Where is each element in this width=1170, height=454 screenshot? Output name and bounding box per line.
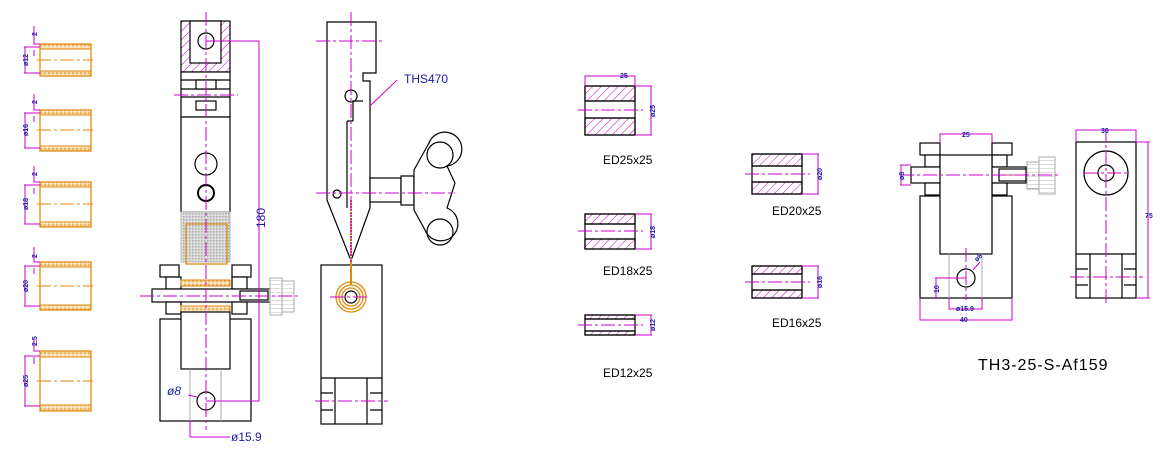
bushing-4-wall-dim: 2 [32, 254, 39, 258]
ths470-callout: THS470 [404, 72, 448, 86]
sleeve-ed18x25: ø18 ED18x25 [578, 213, 657, 278]
holder-hole-dim: ø8 [973, 253, 984, 264]
holder-side-view: 30 75 [1070, 128, 1153, 305]
height-dim: 180 [254, 208, 268, 228]
bushing-1: 2 ø12 [23, 26, 93, 77]
sleeve-ed12x25: ø12 ED12x25 [578, 314, 657, 380]
hole-dim: ø8 [167, 384, 181, 398]
sleeve-ed25x25: 25 ø25 ED25x25 [578, 73, 657, 167]
bore-dim: ø15.9 [231, 430, 262, 444]
ed18-diameter-dim: ø18 [650, 226, 657, 238]
bushing-2-diameter-dim: ø16 [23, 124, 30, 136]
bushing-1-diameter-dim: ø12 [23, 54, 30, 66]
ed12-label: ED12x25 [603, 366, 653, 380]
holder-width-dim: 40 [960, 317, 968, 324]
holder-height-dim: 10 [934, 285, 941, 293]
bushing-4: 2 ø20 [23, 247, 93, 311]
bushing-5-wall-dim: 2.5 [32, 336, 39, 346]
ed12-diameter-dim: ø12 [650, 319, 657, 331]
ed16-diameter-dim: ø16 [817, 276, 824, 288]
ed25-label: ED25x25 [603, 153, 653, 167]
holder-side-height-dim: 75 [1145, 213, 1153, 220]
bushing-4-diameter-dim: ø20 [23, 280, 30, 292]
lower-block [320, 264, 383, 425]
ed18-label: ED18x25 [603, 264, 653, 278]
ed20-label: ED20x25 [772, 204, 822, 218]
holder-front-view: 25 ø8 ø8 10 ø15.9 40 [899, 132, 1060, 324]
bushing-3-diameter-dim: ø18 [23, 198, 30, 210]
ed25-diameter-dim: ø25 [650, 105, 657, 117]
ed20-diameter-dim: ø20 [817, 168, 824, 180]
drawing-title: TH3-25-S-Af159 [978, 357, 1109, 374]
holder-shaft-dim: ø8 [899, 172, 906, 180]
bushing-3: 2 ø18 [23, 166, 93, 228]
ed25-length-dim: 25 [620, 73, 628, 80]
holder-side-width-dim: 30 [1101, 128, 1109, 135]
wing-nut [413, 131, 463, 242]
height-dimension-line [206, 40, 260, 402]
bushing-5-diameter-dim: ø25 [23, 375, 30, 387]
bushing-2-wall-dim: 2 [32, 100, 39, 104]
side-view-grip: THS470 [315, 12, 463, 425]
bushing-3-wall-dim: 2 [32, 172, 39, 176]
holder-top-dim: 25 [962, 132, 970, 139]
front-view-assembly: 180 ø8 ø15.9 [140, 12, 298, 444]
bushing-1-wall-dim: 2 [32, 32, 39, 36]
holder-bore-dim: ø15.9 [956, 306, 974, 313]
sleeve-ed16x25: ø16 ED16x25 [745, 265, 824, 330]
sleeve-ed20x25: ø20 ED20x25 [745, 153, 824, 218]
ed16-label: ED16x25 [772, 316, 822, 330]
bushing-5: 2.5 ø25 [23, 336, 93, 412]
bushing-list: 2 ø12 2 ø16 2 ø18 [23, 26, 93, 412]
bushing-2: 2 ø16 [23, 94, 93, 152]
